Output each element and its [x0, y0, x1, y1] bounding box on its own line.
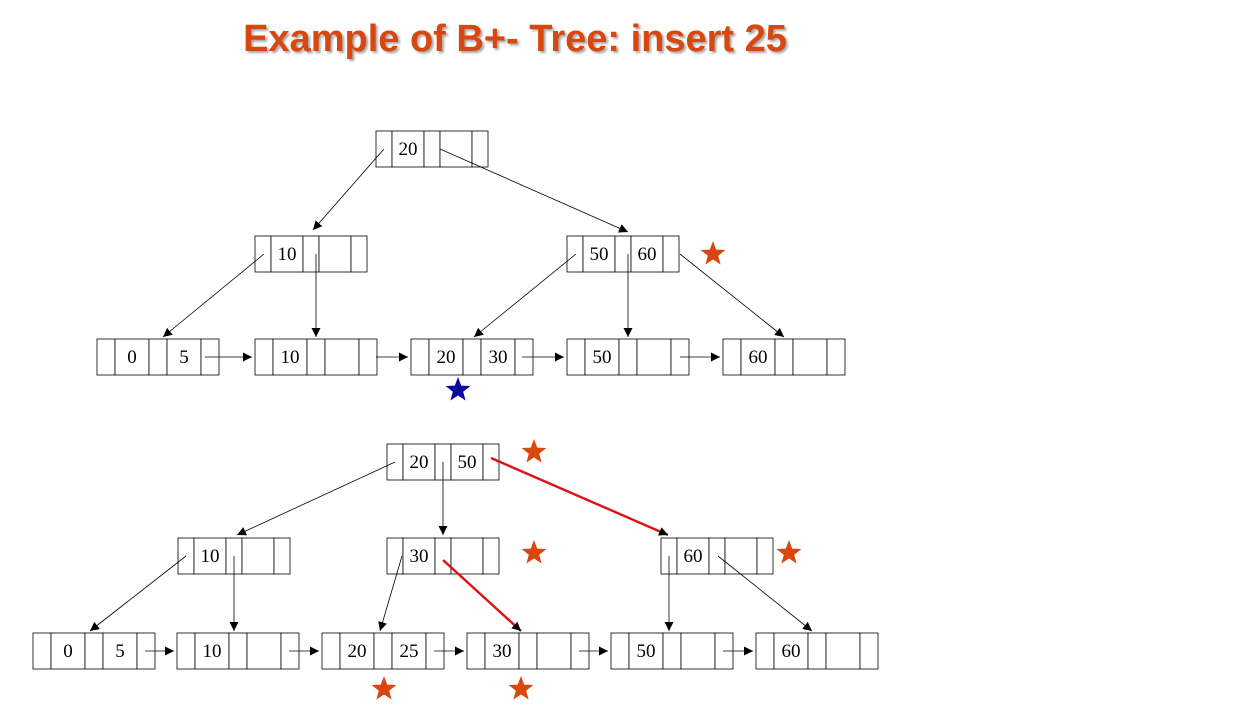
changed-star-icon [700, 241, 726, 265]
node-key: 50 [458, 452, 477, 473]
pointer-arrow [717, 555, 813, 632]
before-leaf-node: 10 [254, 338, 378, 376]
pointer-arrow [473, 253, 577, 338]
changed-star-icon [776, 540, 802, 564]
after-internal-left-node: 10 [177, 537, 291, 575]
node-key: 60 [638, 244, 657, 265]
edges-layer [89, 148, 813, 656]
changed-star-icon [521, 439, 547, 463]
after-leaf-node: 60 [755, 632, 879, 670]
node-key: 10 [278, 244, 297, 265]
pointer-arrow [312, 148, 385, 231]
leaf-key: 10 [281, 347, 300, 368]
pointer-arrow [162, 253, 265, 338]
leaf-key: 0 [127, 347, 137, 368]
before-internal-right-node: 50 60 [566, 235, 680, 273]
before-root-node: 20 [375, 130, 489, 168]
after-leaf-node: 50 [610, 632, 734, 670]
node-key: 50 [590, 244, 609, 265]
leaf-key: 20 [348, 641, 367, 662]
node-key: 30 [410, 546, 429, 567]
before-leaf-node: 60 [722, 338, 846, 376]
slide-title: Example of B+- Tree: insert 25 [243, 18, 787, 60]
after-internal-right-node: 60 [660, 537, 774, 575]
changed-star-icon [521, 540, 547, 564]
node-key: 20 [410, 452, 429, 473]
stars-layer [371, 241, 802, 700]
pointer-arrow [679, 253, 785, 338]
leaf-key: 60 [782, 641, 801, 662]
target-leaf-star-icon [445, 377, 471, 401]
before-internal-left-node: 10 [254, 235, 368, 273]
pointer-arrow [378, 555, 403, 632]
leaf-key: 0 [63, 641, 73, 662]
after-leaf-node: 10 [176, 632, 300, 670]
leaf-key: 60 [749, 347, 768, 368]
leaf-key: 50 [637, 641, 656, 662]
node-key: 10 [201, 546, 220, 567]
new-pointer-arrow [442, 559, 522, 632]
changed-star-icon [371, 676, 397, 700]
leaf-key: 30 [489, 347, 508, 368]
pointer-arrow [89, 555, 187, 632]
leaf-key: 25 [400, 641, 419, 662]
leaf-key: 10 [203, 641, 222, 662]
after-internal-middle-node: 30 [386, 537, 500, 575]
pointer-arrow [236, 461, 396, 536]
leaf-key: 50 [593, 347, 612, 368]
node-key: 20 [399, 139, 418, 160]
leaf-key: 30 [493, 641, 512, 662]
after-leaf-node: 30 [466, 632, 590, 670]
leaf-key: 5 [115, 641, 125, 662]
pointer-arrow [439, 148, 629, 233]
leaf-key: 5 [179, 347, 189, 368]
node-key: 60 [684, 546, 703, 567]
before-leaf-node: 50 [566, 338, 690, 376]
new-pointer-arrow [490, 456, 669, 537]
leaf-key: 20 [437, 347, 456, 368]
changed-star-icon [508, 676, 534, 700]
